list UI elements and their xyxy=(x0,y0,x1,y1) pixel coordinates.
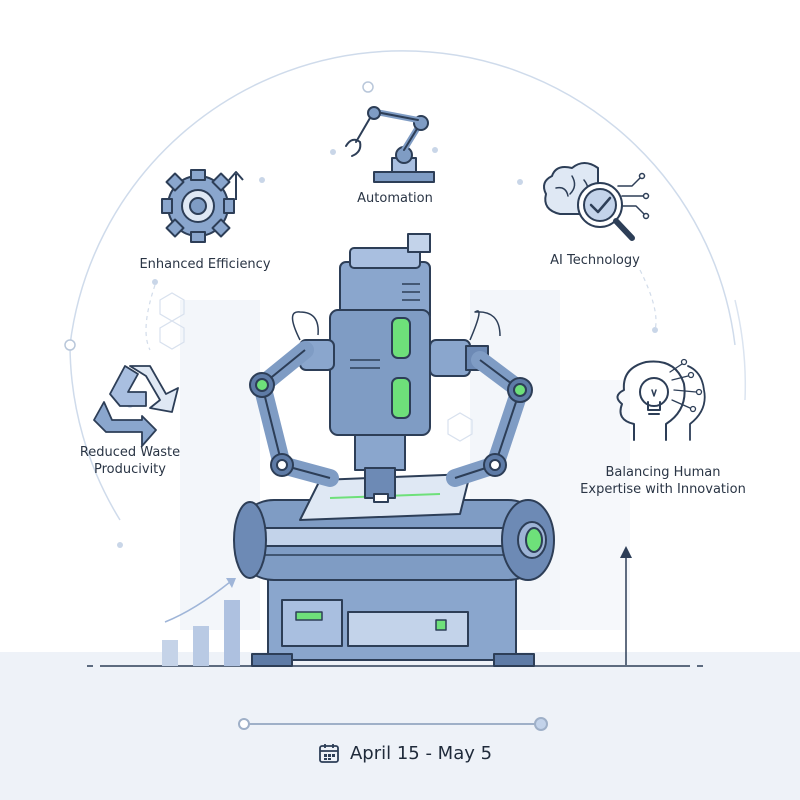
cnc-machine xyxy=(233,233,555,667)
head-lightbulb-icon xyxy=(616,358,706,441)
hexagon-decoration xyxy=(159,292,473,442)
date-range: April 15 - May 5 xyxy=(290,738,520,768)
label-reduced-waste: Reduced Waste Producivity xyxy=(60,444,200,478)
orbit-arc xyxy=(64,50,747,548)
date-range-text: April 15 - May 5 xyxy=(349,742,493,764)
gear-up-arrow-icon xyxy=(161,169,244,243)
brain-magnifier-icon xyxy=(543,162,650,241)
bar-chart-icon xyxy=(162,578,240,666)
label-ai-technology: AI Technology xyxy=(550,253,640,268)
background-building xyxy=(560,380,630,630)
robot-arm-icon xyxy=(345,106,435,183)
label-balancing-line2: Expertise with Innovation xyxy=(580,482,746,497)
ground-band xyxy=(0,652,800,800)
growth-arrow-icon xyxy=(620,546,632,665)
label-enhanced-efficiency: Enhanced Efficiency xyxy=(139,257,271,272)
connector-lines xyxy=(145,269,657,351)
label-automation: Automation xyxy=(357,191,433,206)
label-reduced-waste-line2: Producivity xyxy=(94,462,166,477)
label-balancing-line1: Balancing Human xyxy=(605,465,721,480)
label-balancing-human: Balancing Human Expertise with Innovatio… xyxy=(568,464,758,498)
calendar-icon xyxy=(319,744,339,763)
timeline-track xyxy=(238,717,548,731)
recycle-icon xyxy=(93,365,179,447)
label-reduced-waste-line1: Reduced Waste xyxy=(79,445,181,460)
